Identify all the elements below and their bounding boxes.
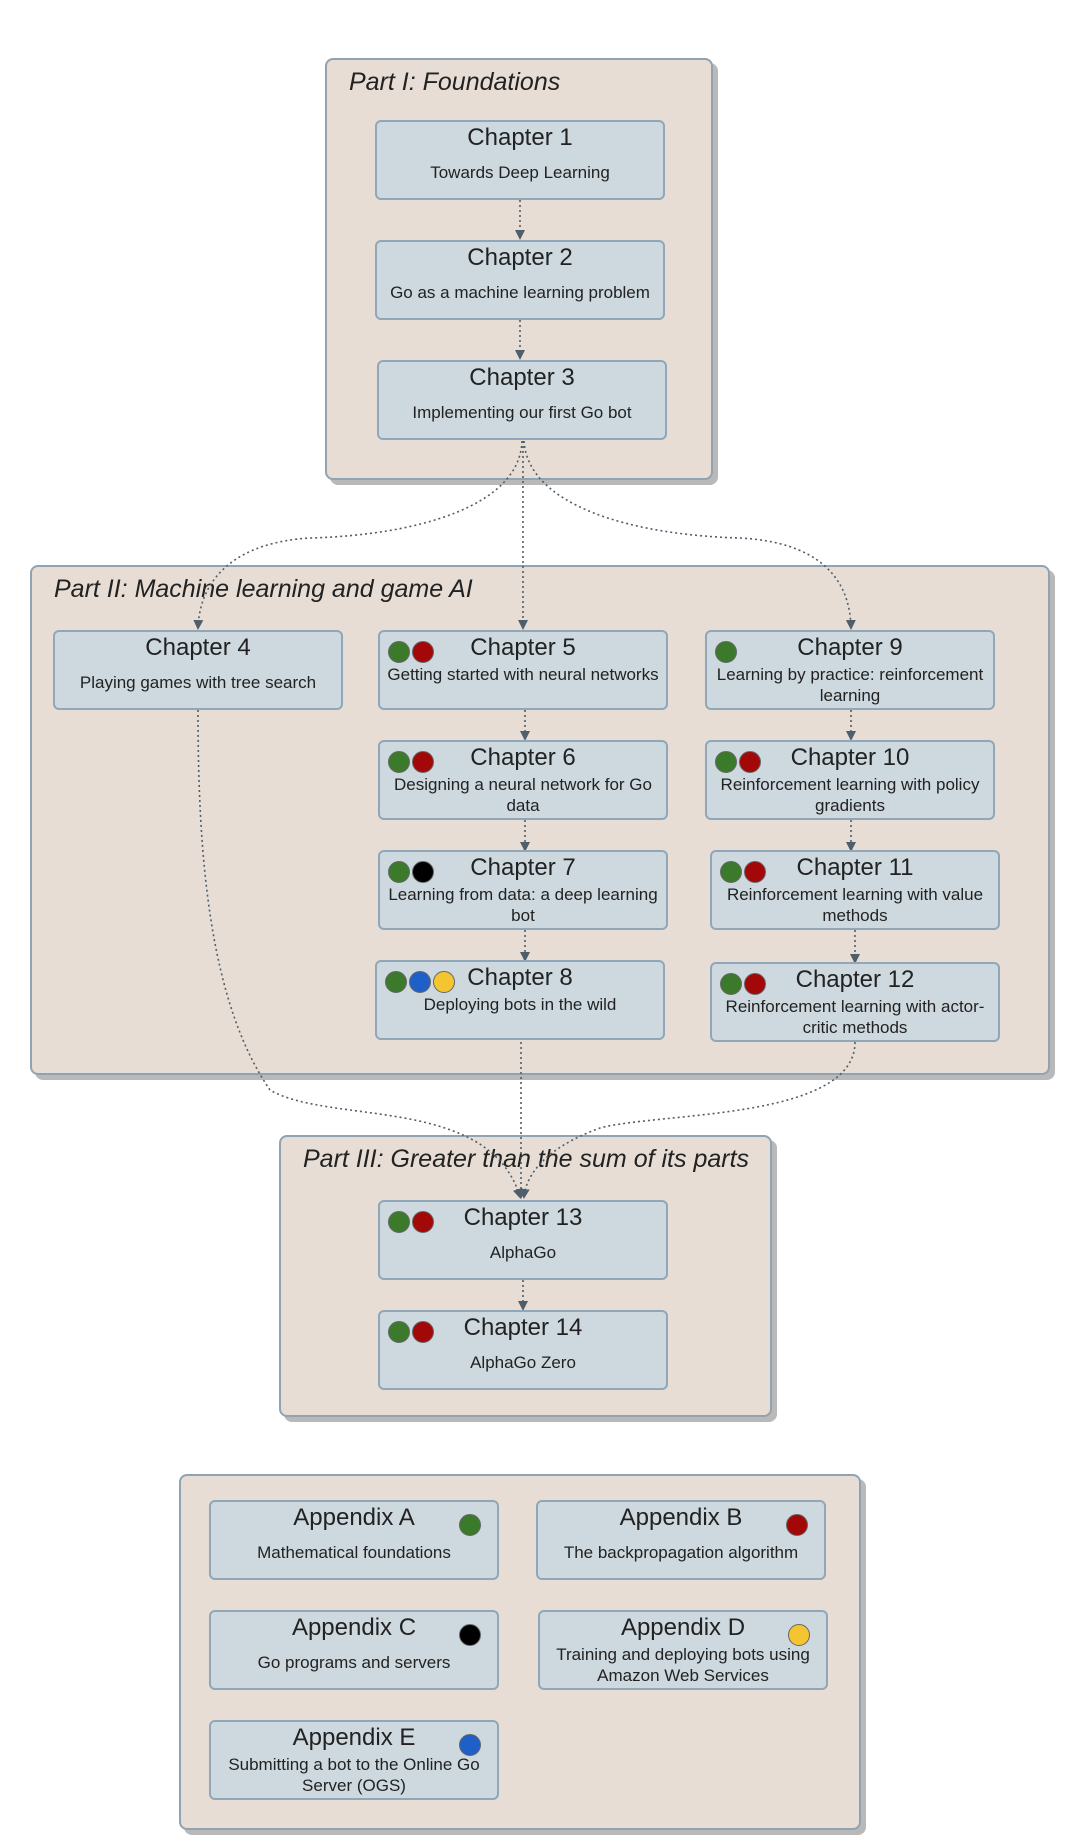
appendix-b-node: Appendix B The backpropagation algorithm	[536, 1500, 826, 1580]
marker-dots	[385, 971, 457, 995]
appendix-title: Appendix B	[619, 1504, 743, 1531]
marker-dots	[720, 973, 768, 997]
chapter-subtitle: Getting started with neural networks	[387, 665, 659, 684]
chapter-11-node: Chapter 11 Reinforcement learning with v…	[710, 850, 1000, 930]
chapter-subtitle: Implementing our first Go bot	[412, 403, 632, 422]
appendix-a-node: Appendix A Mathematical foundations	[209, 1500, 499, 1580]
red-marker-dot	[744, 861, 766, 883]
appendix-subtitle: Training and deploying bots using Amazon…	[556, 1645, 810, 1685]
appendix-c-node: Appendix C Go programs and servers	[209, 1610, 499, 1690]
chapter-title: Chapter 2	[467, 244, 573, 271]
green-marker-dot	[715, 641, 737, 663]
marker-dots	[388, 1321, 436, 1345]
chapter-title: Chapter 6	[470, 744, 576, 771]
chapter-title: Chapter 4	[145, 634, 251, 661]
marker-dots	[388, 861, 436, 885]
part-1-title: Part I: Foundations	[349, 68, 561, 96]
appendix-d-node: Appendix D Training and deploying bots u…	[538, 1610, 828, 1690]
green-marker-dot	[385, 971, 407, 993]
chapter-title: Chapter 7	[470, 854, 576, 881]
black-marker-dot	[412, 861, 434, 883]
appendix-marker	[788, 1624, 810, 1646]
chapter-subtitle: Learning from data: a deep learning bot	[388, 885, 658, 925]
part-3-title: Part III: Greater than the sum of its pa…	[303, 1145, 750, 1173]
chapter-subtitle: Learning by practice: reinforcement lear…	[716, 665, 984, 705]
yellow-marker-dot	[433, 971, 455, 993]
appendix-title: Appendix D	[620, 1614, 746, 1641]
chapter-5-node: Chapter 5 Getting started with neural ne…	[378, 630, 668, 710]
green-marker-dot	[388, 751, 410, 773]
chapter-3-node: Chapter 3 Implementing our first Go bot	[377, 360, 667, 440]
chapter-4-node: Chapter 4 Playing games with tree search	[53, 630, 343, 710]
chapter-title: Chapter 12	[795, 966, 915, 993]
appendix-title: Appendix E	[292, 1724, 416, 1751]
chapter-title: Chapter 8	[467, 964, 573, 991]
green-marker-dot	[720, 973, 742, 995]
blue-marker-dot	[409, 971, 431, 993]
appendix-marker	[459, 1514, 481, 1536]
chapter-title: Chapter 13	[463, 1204, 583, 1231]
chapter-subtitle: AlphaGo	[489, 1243, 557, 1262]
green-marker-dot	[388, 1211, 410, 1233]
marker-dots	[715, 751, 763, 775]
appendix-subtitle: Go programs and servers	[257, 1653, 451, 1672]
chapter-subtitle: Playing games with tree search	[79, 673, 317, 692]
chapter-title: Chapter 11	[796, 854, 914, 881]
red-marker-dot	[412, 751, 434, 773]
chapter-8-node: Chapter 8 Deploying bots in the wild	[375, 960, 665, 1040]
red-marker-dot	[412, 1211, 434, 1233]
chapter-subtitle: Deploying bots in the wild	[423, 995, 617, 1014]
red-marker-dot	[744, 973, 766, 995]
chapter-10-node: Chapter 10 Reinforcement learning with p…	[705, 740, 995, 820]
appendix-marker	[459, 1734, 481, 1756]
green-marker-dot	[715, 751, 737, 773]
appendix-marker	[459, 1624, 481, 1646]
chapter-subtitle: Reinforcement learning with value method…	[726, 885, 984, 925]
marker-dots	[715, 641, 739, 665]
chapter-title: Chapter 10	[790, 744, 910, 771]
chapter-subtitle: Towards Deep Learning	[430, 163, 610, 182]
chapter-13-node: Chapter 13 AlphaGo	[378, 1200, 668, 1280]
appendix-marker	[786, 1514, 808, 1536]
chapter-9-node: Chapter 9 Learning by practice: reinforc…	[705, 630, 995, 710]
chapter-2-node: Chapter 2 Go as a machine learning probl…	[375, 240, 665, 320]
part-2-title: Part II: Machine learning and game AI	[54, 575, 473, 603]
red-marker-dot	[412, 641, 434, 663]
chapter-title: Chapter 5	[470, 634, 576, 661]
chapter-title: Chapter 14	[463, 1314, 583, 1341]
chapter-7-node: Chapter 7 Learning from data: a deep lea…	[378, 850, 668, 930]
chapter-subtitle: Designing a neural network for Go data	[394, 775, 652, 815]
appendix-subtitle: Submitting a bot to the Online Go Server…	[228, 1755, 480, 1795]
green-marker-dot	[720, 861, 742, 883]
chapter-subtitle: Go as a machine learning problem	[390, 283, 650, 302]
appendix-title: Appendix C	[291, 1614, 417, 1641]
chapter-title: Chapter 1	[467, 124, 573, 151]
chapter-1-node: Chapter 1 Towards Deep Learning	[375, 120, 665, 200]
chapter-6-node: Chapter 6 Designing a neural network for…	[378, 740, 668, 820]
chapter-12-node: Chapter 12 Reinforcement learning with a…	[710, 962, 1000, 1042]
appendix-subtitle: Mathematical foundations	[257, 1543, 451, 1562]
chapter-title: Chapter 3	[469, 364, 575, 391]
marker-dots	[388, 1211, 436, 1235]
appendix-e-node: Appendix E Submitting a bot to the Onlin…	[209, 1720, 499, 1800]
red-marker-dot	[412, 1321, 434, 1343]
chapter-title: Chapter 9	[797, 634, 903, 661]
appendix-title: Appendix A	[293, 1504, 415, 1531]
chapter-14-node: Chapter 14 AlphaGo Zero	[378, 1310, 668, 1390]
marker-dots	[720, 861, 768, 885]
green-marker-dot	[388, 1321, 410, 1343]
appendix-subtitle: The backpropagation algorithm	[563, 1543, 799, 1562]
chapter-subtitle: AlphaGo Zero	[470, 1353, 576, 1372]
green-marker-dot	[388, 641, 410, 663]
red-marker-dot	[739, 751, 761, 773]
chapter-subtitle: Reinforcement learning with actor-critic…	[725, 997, 985, 1037]
marker-dots	[388, 751, 436, 775]
chapter-subtitle: Reinforcement learning with policy gradi…	[720, 775, 980, 815]
green-marker-dot	[388, 861, 410, 883]
marker-dots	[388, 641, 436, 665]
